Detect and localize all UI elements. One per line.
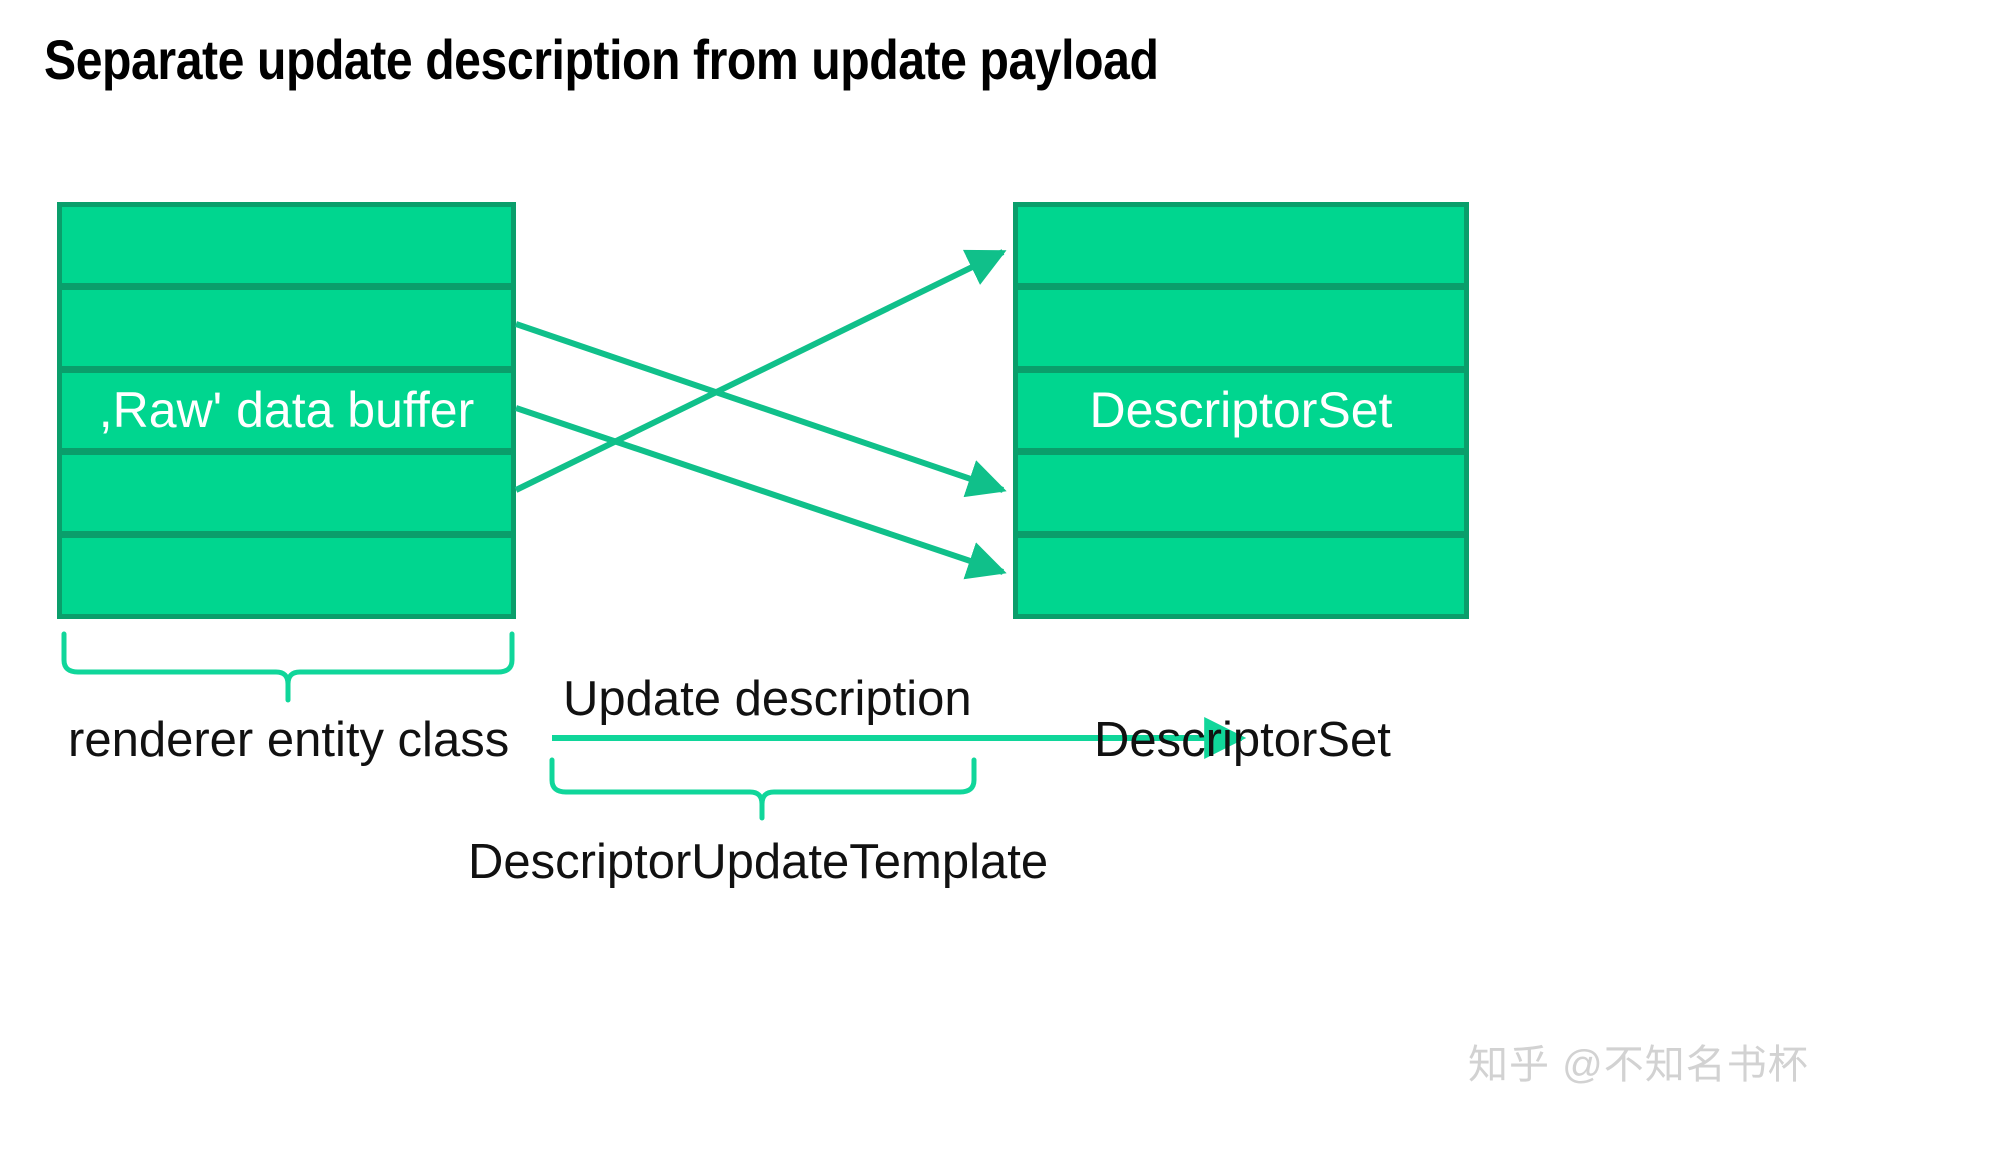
label-renderer-entity-class: renderer entity class — [68, 713, 510, 767]
crossing-arrows — [514, 249, 1007, 580]
stack-row-descriptorset: DescriptorSet — [1018, 372, 1464, 449]
raw-data-buffer-label: ,Raw' data buffer — [98, 382, 475, 439]
arrow-buffer-row3-to-descriptor-row5 — [515, 405, 1007, 580]
raw-data-buffer-stack: ,Raw' data buffer — [57, 202, 516, 619]
brace-renderer-entity-class — [61, 631, 515, 703]
stack-row — [1018, 207, 1464, 283]
descriptorset-label: DescriptorSet — [1089, 382, 1393, 439]
label-update-description: Update description — [563, 672, 972, 726]
descriptorset-stack: DescriptorSet — [1013, 202, 1469, 619]
stack-row — [62, 455, 511, 532]
stack-row — [1018, 289, 1464, 366]
label-descriptorset: DescriptorSet — [1094, 713, 1391, 767]
stack-row — [62, 207, 511, 283]
stack-row — [62, 289, 511, 366]
arrow-buffer-row4-to-descriptor-row1 — [514, 249, 1007, 493]
zhihu-watermark: 知乎 @不知名书杯 — [1468, 1043, 1809, 1087]
brace-descriptor-update-template — [549, 757, 977, 821]
stack-row — [62, 538, 511, 614]
stack-row-raw-data-buffer: ,Raw' data buffer — [62, 372, 511, 449]
stack-row — [1018, 455, 1464, 532]
label-descriptor-update-template: DescriptorUpdateTemplate — [468, 835, 1049, 889]
stack-row — [1018, 538, 1464, 614]
arrow-buffer-row2-to-descriptor-row4 — [515, 321, 1007, 498]
page-title: Separate update description from update … — [44, 28, 1159, 91]
